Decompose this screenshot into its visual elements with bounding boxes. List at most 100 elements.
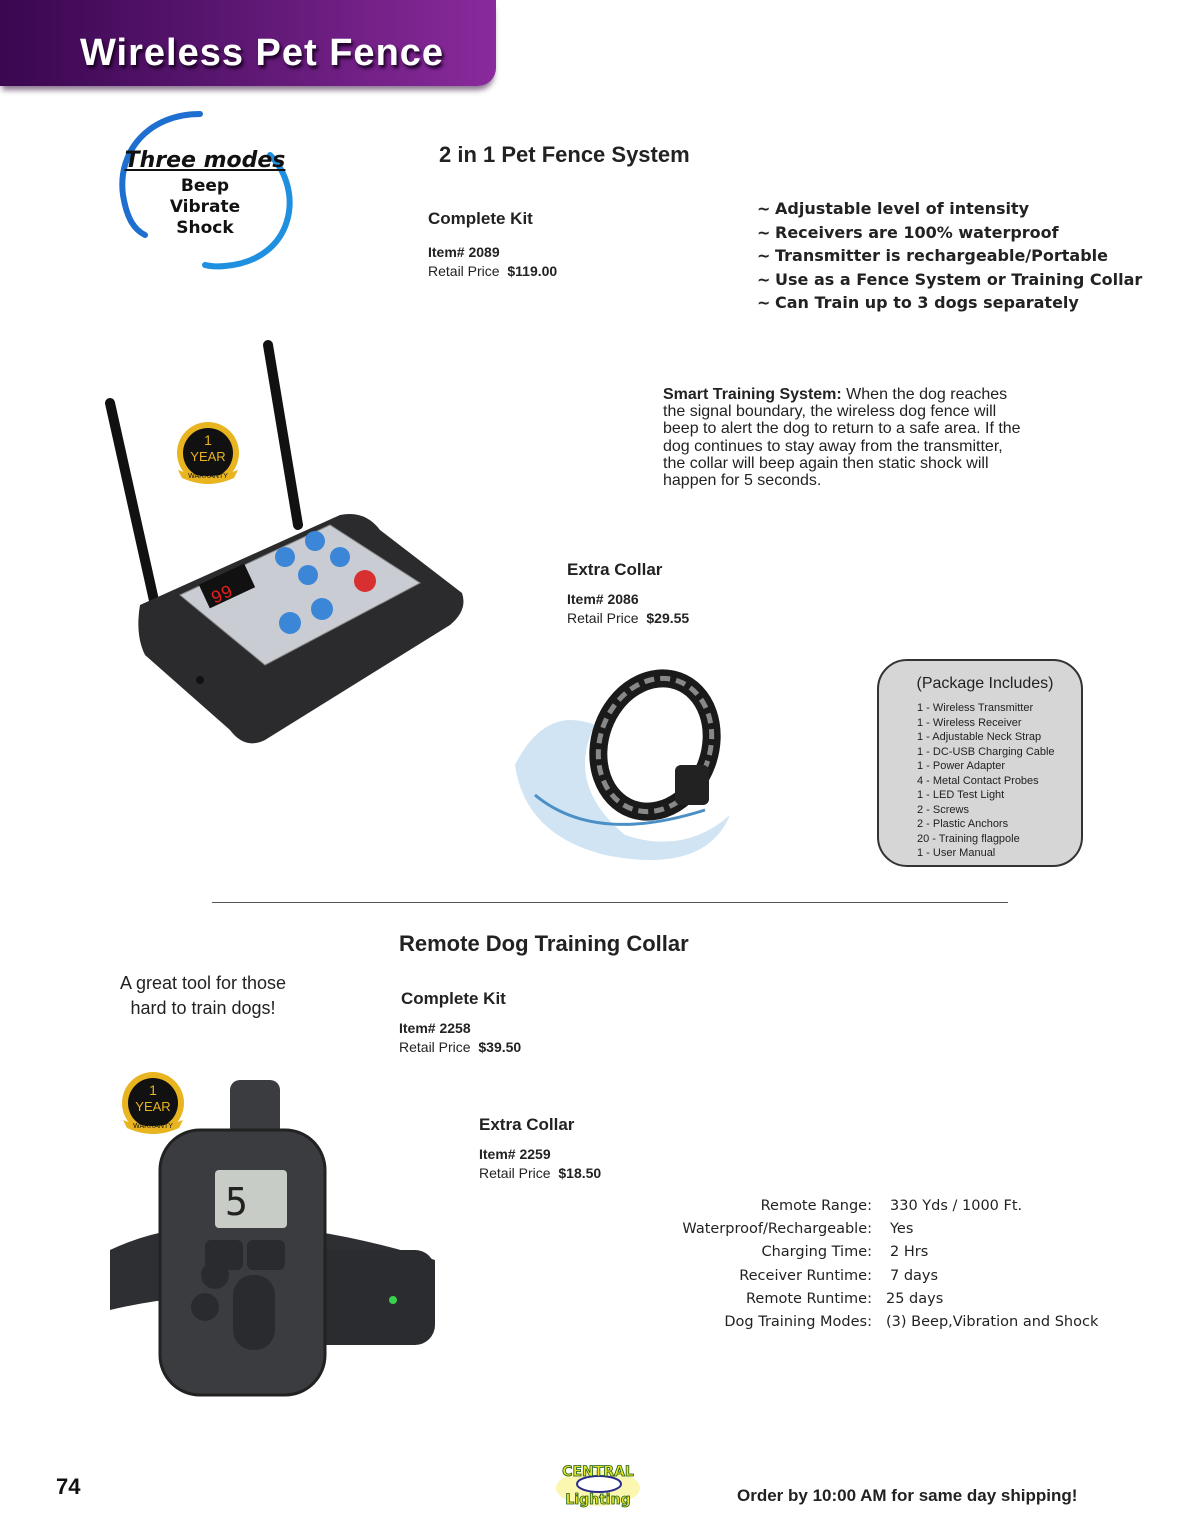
feature-item: ~Transmitter is rechargeable/Portable bbox=[757, 244, 1142, 268]
package-item: 1 - Wireless Transmitter bbox=[917, 702, 1034, 714]
warranty-label: WARRANTY bbox=[133, 1123, 173, 1130]
package-item: 20 - Training flagpole bbox=[917, 832, 1020, 845]
package-item: 1 - Adjustable Neck Strap bbox=[917, 731, 1042, 743]
spec-row: Remote Runtime: 25 days bbox=[640, 1288, 1098, 1311]
shipping-note: Order by 10:00 AM for same day shipping! bbox=[737, 1486, 1078, 1505]
feature-text: Use as a Fence System or Training Collar bbox=[775, 269, 1143, 289]
fence-extra-collar-label: Extra Collar bbox=[567, 560, 663, 579]
spec-label: Waterproof/Rechargeable: bbox=[682, 1221, 872, 1238]
price-value: $119.00 bbox=[507, 263, 558, 279]
package-title: (Package Includes) bbox=[916, 675, 1054, 692]
spec-label: Charging Time: bbox=[761, 1244, 872, 1261]
section-divider bbox=[212, 902, 1008, 903]
logo-text-bottom: Lighting bbox=[565, 1492, 630, 1508]
remote-display: 5 bbox=[225, 1180, 248, 1224]
collar-kit-price: Retail Price $39.50 bbox=[399, 1039, 521, 1055]
package-item: 1 - Wireless Receiver bbox=[917, 716, 1022, 729]
price-value: $18.50 bbox=[558, 1165, 602, 1181]
collar-complete-kit-label: Complete Kit bbox=[401, 989, 506, 1008]
spec-value: 7 days bbox=[890, 1267, 939, 1284]
collar-extra-price: Retail Price $18.50 bbox=[479, 1165, 601, 1181]
package-item: 1 - Power Adapter bbox=[917, 760, 1006, 772]
package-item: 2 - Plastic Anchors bbox=[917, 818, 1009, 830]
mode-vibrate: Vibrate bbox=[169, 197, 241, 217]
receiver-collar-image bbox=[515, 669, 730, 860]
mode-shock: Shock bbox=[176, 218, 234, 238]
mode-beep: Beep bbox=[180, 176, 230, 196]
spec-row: Charging Time: 2 Hrs bbox=[640, 1241, 1098, 1264]
spec-row: Dog Training Modes:(3) Beep,Vibration an… bbox=[640, 1311, 1098, 1334]
warranty-unit: YEAR bbox=[190, 449, 225, 464]
feature-text: Adjustable level of intensity bbox=[775, 199, 1030, 218]
remote-trainer-image: 5 bbox=[110, 1080, 435, 1397]
tagline-line: hard to train dogs! bbox=[130, 998, 276, 1018]
fence-kit-price: Retail Price $119.00 bbox=[428, 263, 557, 279]
bullet: ~ bbox=[757, 199, 771, 218]
fence-collar-item-number: Item# 2086 bbox=[567, 591, 639, 607]
spec-row: Waterproof/Rechargeable: Yes bbox=[640, 1218, 1098, 1241]
price-value: $29.55 bbox=[646, 610, 690, 626]
logo-text-top: CENTRAL bbox=[562, 1464, 634, 1480]
fence-kit-item-number: Item# 2089 bbox=[428, 244, 500, 260]
feature-text: Receivers are 100% waterproof bbox=[775, 222, 1059, 242]
package-includes-box: (Package Includes) 1 - Wireless Transmit… bbox=[877, 659, 1083, 867]
collar-tagline: A great tool for those hard to train dog… bbox=[100, 971, 306, 1021]
package-item: 2 - Screws bbox=[917, 803, 969, 816]
blue-ring-icon bbox=[119, 111, 293, 270]
bullet: ~ bbox=[757, 222, 771, 242]
spec-value: 2 Hrs bbox=[890, 1244, 929, 1261]
price-label: Retail Price bbox=[567, 610, 639, 626]
bullet: ~ bbox=[757, 246, 771, 265]
package-item: 1 - LED Test Light bbox=[917, 789, 1005, 801]
warranty-number: 1 bbox=[204, 432, 212, 448]
price-label: Retail Price bbox=[479, 1165, 551, 1181]
smart-training-description: Smart Training System: When the dog reac… bbox=[663, 386, 1023, 489]
modes-title: Three modes bbox=[124, 148, 286, 173]
collar-extra-collar-label: Extra Collar bbox=[479, 1115, 575, 1134]
feature-text: Can Train up to 3 dogs separately bbox=[775, 293, 1079, 312]
smart-training-label: Smart Training System: bbox=[663, 386, 842, 403]
spec-value: (3) Beep,Vibration and Shock bbox=[886, 1314, 1099, 1331]
spec-row: Receiver Runtime: 7 days bbox=[640, 1265, 1098, 1288]
feature-item: ~Can Train up to 3 dogs separately bbox=[757, 291, 1142, 315]
price-label: Retail Price bbox=[428, 263, 500, 279]
warranty-label: WARRANTY bbox=[188, 473, 228, 480]
package-list: 1 - Wireless Transmitter 1 - Wireless Re… bbox=[917, 701, 1055, 861]
package-item: 1 - User Manual bbox=[917, 847, 996, 859]
spec-row: Remote Range:330 Yds / 1000 Ft. bbox=[640, 1195, 1098, 1218]
feature-item: ~Use as a Fence System or Training Colla… bbox=[757, 268, 1142, 292]
price-value: $39.50 bbox=[478, 1039, 522, 1055]
feature-list: ~Adjustable level of intensity ~Receiver… bbox=[757, 197, 1142, 315]
warranty-badge: 1 YEAR WARRANTY bbox=[177, 422, 239, 484]
fence-collar-price: Retail Price $29.55 bbox=[567, 610, 689, 626]
feature-item: ~Adjustable level of intensity bbox=[757, 197, 1142, 221]
header-banner bbox=[0, 0, 496, 86]
bullet: ~ bbox=[757, 293, 771, 312]
warranty-number: 1 bbox=[149, 1082, 157, 1098]
package-item: 1 - DC-USB Charging Cable bbox=[917, 745, 1055, 758]
page-title: Wireless Pet Fence bbox=[80, 32, 445, 74]
spec-value: Yes bbox=[890, 1221, 914, 1238]
spec-label: Remote Range: bbox=[760, 1198, 872, 1214]
transmitter-image: 99 bbox=[105, 340, 464, 744]
spec-value: 25 days bbox=[886, 1290, 944, 1307]
spec-label: Remote Runtime: bbox=[745, 1290, 872, 1307]
collar-kit-item-number: Item# 2258 bbox=[399, 1020, 471, 1036]
warranty-unit: YEAR bbox=[135, 1099, 170, 1114]
collar-extra-item-number: Item# 2259 bbox=[479, 1146, 551, 1162]
price-label: Retail Price bbox=[399, 1039, 471, 1055]
feature-item: ~Receivers are 100% waterproof bbox=[757, 221, 1142, 245]
smart-training-text: When the dog reaches the signal boundary… bbox=[663, 386, 1021, 490]
spec-label: Receiver Runtime: bbox=[739, 1267, 872, 1284]
fence-product-title: 2 in 1 Pet Fence System bbox=[439, 142, 690, 167]
tagline-line: A great tool for those bbox=[119, 973, 287, 993]
bullet: ~ bbox=[757, 269, 771, 289]
collar-product-title: Remote Dog Training Collar bbox=[399, 931, 689, 956]
warranty-badge: 1 YEAR WARRANTY bbox=[122, 1072, 184, 1134]
collar-specs: Remote Range:330 Yds / 1000 Ft. Waterpro… bbox=[640, 1195, 1098, 1334]
fence-complete-kit-label: Complete Kit bbox=[428, 209, 533, 228]
package-item: 4 - Metal Contact Probes bbox=[917, 774, 1039, 787]
three-modes-badge: Three modes Beep Vibrate Shock bbox=[115, 110, 305, 270]
page-number: 74 bbox=[56, 1474, 81, 1499]
